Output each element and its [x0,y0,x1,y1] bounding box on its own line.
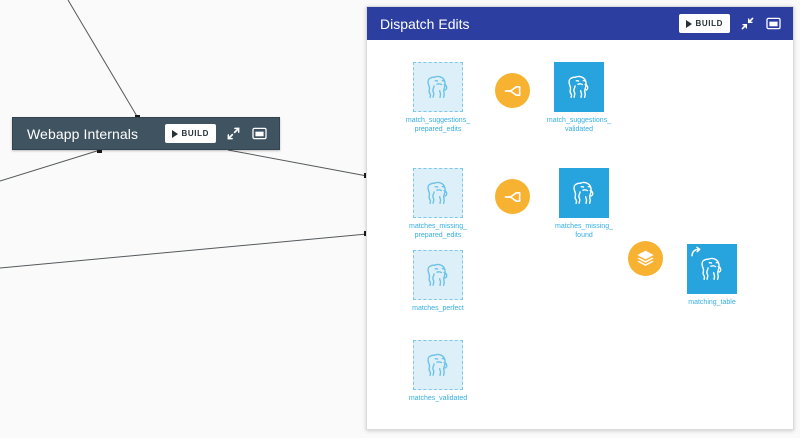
edge-into-webapp-top [67,0,139,119]
dataset-node-dashed[interactable] [413,250,463,300]
recipe-recipe_stack_1[interactable] [628,241,663,276]
webapp-internals-controls: BUILD [164,124,268,143]
node-label-line2: validated [564,126,594,133]
postgres-elephant-icon [427,181,448,205]
dataset-node-solid[interactable] [554,62,604,112]
edge-webapp-to-dispatch-1 [227,149,368,177]
recipe-recipe_split_2[interactable] [495,179,530,214]
play-icon [685,19,692,28]
edge-offscreen-to-dispatch-2 [0,233,368,269]
build-button-dispatch[interactable]: BUILD [678,14,730,33]
dataset-node-solid[interactable] [559,168,609,218]
dataset-node-dashed[interactable] [413,62,463,112]
dataset-node-dashed[interactable] [413,340,463,390]
node-match_suggestions_prepared_edits[interactable]: match_suggestions_prepared_edits [406,62,470,133]
node-label: matches_missing_found [555,223,613,239]
postgres-elephant-icon [701,257,722,281]
webapp-internals-panel[interactable]: Webapp Internals BUILD [12,117,280,150]
node-matching_table[interactable]: matching_table [687,244,737,306]
edge-webapp-bottom-left [0,149,101,182]
node-matches_perfect[interactable]: matches_perfect [412,250,464,312]
build-button-webapp[interactable]: BUILD [164,124,216,143]
webapp-internals-title: Webapp Internals [27,125,139,142]
layers-stack-icon [637,250,654,267]
node-label-line2: prepared_edits [414,126,462,133]
postgres-elephant-icon [427,75,448,99]
postgres-elephant-icon [427,353,448,377]
build-button-label: BUILD [695,19,723,28]
postgres-elephant-icon [427,263,448,287]
postgres-elephant-icon [573,181,594,205]
postgres-elephant-icon [568,75,589,99]
node-label: matches_missing_prepared_edits [409,223,467,239]
recipe-recipe_split_1[interactable] [495,73,530,108]
node-label: matching_table [688,299,736,306]
expand-arrows-icon[interactable] [225,125,242,142]
dispatch-edits-header[interactable]: Dispatch Edits BUILD [367,7,793,40]
build-button-label: BUILD [181,129,209,138]
node-label: match_suggestions_validated [546,117,612,133]
split-icon [504,191,520,202]
node-match_suggestions_validated[interactable]: match_suggestions_validated [547,62,611,133]
dataset-node-solid[interactable] [687,244,737,294]
node-matches_missing_prepared_edits[interactable]: matches_missing_prepared_edits [409,168,467,239]
dataset-node-dashed[interactable] [413,168,463,218]
node-matches_missing_found[interactable]: matches_missing_found [555,168,613,239]
window-icon[interactable] [251,125,268,142]
node-label: matches_perfect [412,305,464,312]
node-matches_validated[interactable]: matches_validated [409,340,467,402]
node-label-line2: prepared_edits [414,232,462,239]
dispatch-edits-controls: BUILD [678,14,782,33]
node-label: matches_validated [408,395,468,402]
play-icon [171,129,178,138]
collapse-arrows-icon[interactable] [739,15,756,32]
split-icon [504,85,520,96]
window-icon[interactable] [765,15,782,32]
dispatch-edits-title: Dispatch Edits [380,15,470,32]
node-label: match_suggestions_prepared_edits [405,117,471,133]
curved-arrow-icon [691,246,701,257]
node-label-line2: found [575,232,593,239]
